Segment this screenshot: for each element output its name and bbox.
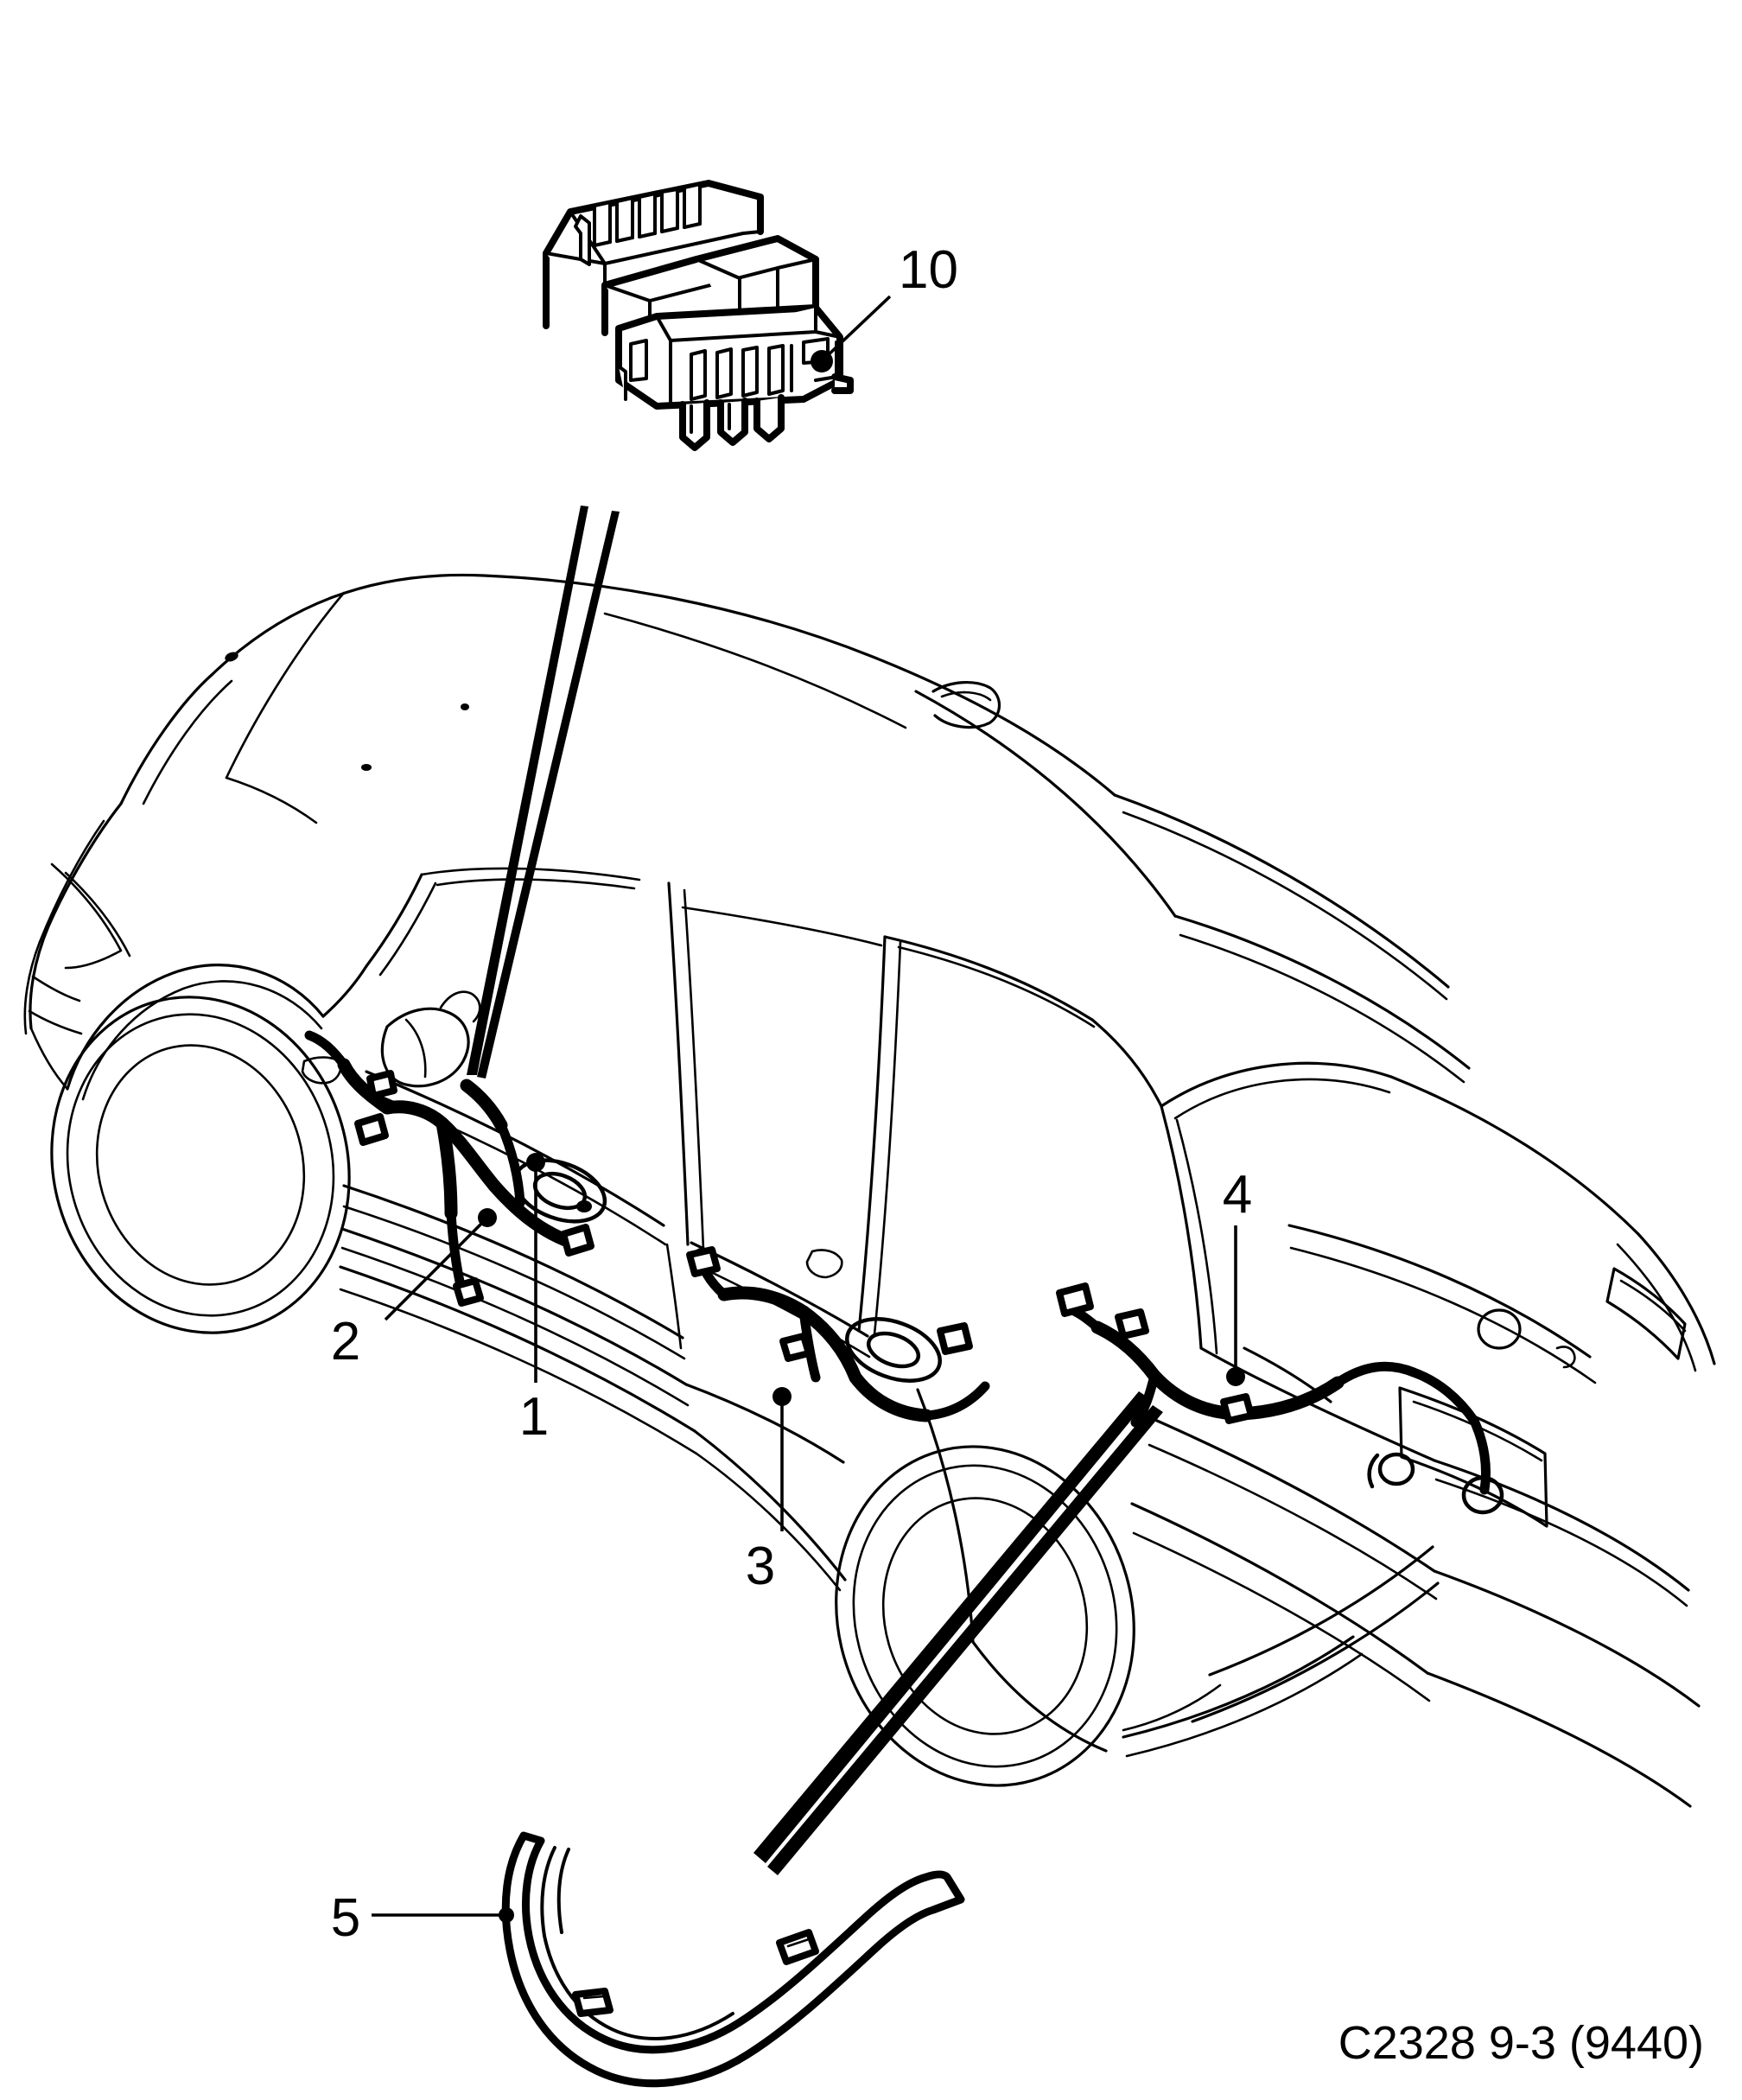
- callout-label-1: 1: [519, 1387, 549, 1447]
- leader-dot-10: [811, 350, 833, 372]
- leader-dot-3: [772, 1387, 792, 1406]
- callout-2-group: 2: [331, 1208, 497, 1371]
- rear-body-harness: [1056, 1282, 1504, 1515]
- conduit-reference-lines: [753, 1391, 1163, 1875]
- callout-label-10: 10: [899, 240, 958, 300]
- rear-door-harness: [686, 1246, 990, 1422]
- diagram-caption: C2328 9-3 (9440): [1338, 2017, 1704, 2069]
- callout-4-group: 4: [1223, 1165, 1252, 1386]
- connector-housing-part: [543, 180, 854, 451]
- vehicle-body-outline: [23, 573, 1716, 1808]
- callout-10-group: 10: [811, 240, 958, 372]
- front-door-harness: [304, 1030, 607, 1307]
- harness-conduit-part5: [501, 1831, 965, 2088]
- callout-label-4: 4: [1223, 1165, 1252, 1225]
- leader-dot-1: [526, 1153, 545, 1172]
- callout-label-5: 5: [331, 1888, 360, 1948]
- callout-3-group: 3: [746, 1387, 792, 1596]
- callout-5-group: 5: [331, 1888, 514, 1948]
- leader-dot-2: [478, 1208, 497, 1227]
- leader-line-10: [823, 295, 892, 360]
- leader-line-2: [384, 1218, 487, 1321]
- callout-1-group: 1: [519, 1153, 549, 1447]
- leader-dot-5: [499, 1907, 514, 1923]
- leader-dot-4: [1226, 1367, 1245, 1386]
- callout-label-2: 2: [331, 1312, 360, 1371]
- connector-reference-lines: [467, 506, 620, 1079]
- callout-label-3: 3: [746, 1537, 775, 1596]
